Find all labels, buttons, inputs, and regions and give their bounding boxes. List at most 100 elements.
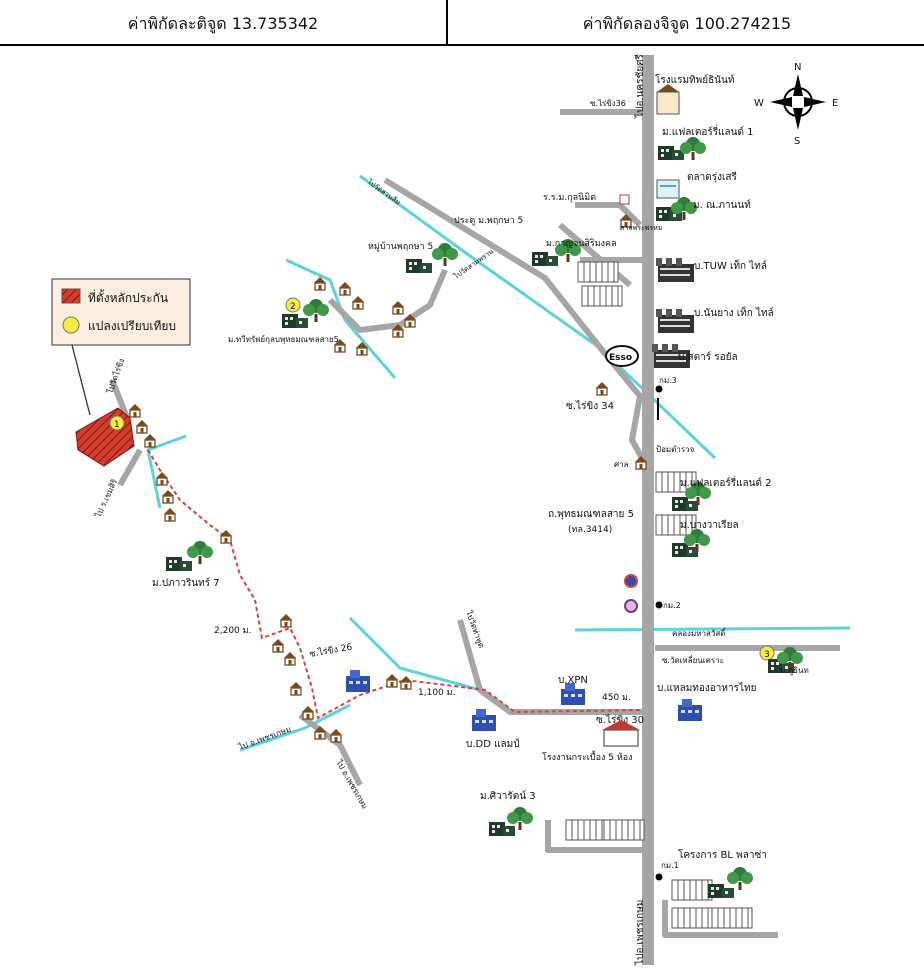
school-icon xyxy=(619,194,630,205)
house-icon xyxy=(128,403,142,418)
main-road-north-label: ไปอ.นครชัยศรี xyxy=(634,54,646,119)
marker-2-label: 2 xyxy=(290,302,296,312)
house-icon xyxy=(143,433,157,448)
km3-label: กม.3 xyxy=(659,376,677,385)
house-icon xyxy=(271,638,285,653)
main-road-south-label: ไปอ.เพชรเกษม xyxy=(634,900,646,966)
pak-building-icon xyxy=(166,557,192,571)
factory-icon xyxy=(346,670,370,692)
hongthong-label: บ.แหลมทองอาหารไทย xyxy=(657,682,756,694)
tile-factory: โรงงานกระเบื้อง 5 ห้อง xyxy=(542,720,640,763)
ptt-station-icon xyxy=(624,599,638,613)
road-village-label: ไป ร.เขมสิริ xyxy=(93,477,119,520)
road-xpn xyxy=(457,619,645,715)
legend: ที่ตั้งหลักประกัน แปลงเปรียบเทียบ xyxy=(51,278,191,416)
esso-sign: Esso xyxy=(605,345,639,367)
siwarat-rowhouses xyxy=(565,819,607,841)
house-icon xyxy=(399,675,413,690)
siwarat-label: ม.ศิวารัตน์ 3 xyxy=(480,790,536,802)
house-icon xyxy=(338,281,352,296)
dd-factory-icon xyxy=(472,709,496,731)
shrine-label: ศาล xyxy=(614,460,629,469)
road-west-collateral xyxy=(117,448,143,487)
road-bl xyxy=(662,900,778,938)
house-icon xyxy=(391,300,405,315)
access-route xyxy=(147,449,641,720)
compass-n: N xyxy=(794,62,801,73)
coordinate-header: ค่าพิกัดละติจูด 13.735342 ค่าพิกัดลองจิจ… xyxy=(0,0,924,46)
house-icon xyxy=(155,471,169,486)
km1-dot xyxy=(655,873,663,881)
house-icon xyxy=(301,705,315,720)
km1-label: กม.1 xyxy=(661,861,679,870)
road-nw2-label: ไปวัดสามพราน xyxy=(451,247,495,282)
siwarat-building-icon xyxy=(489,822,515,836)
bl-plaza-label: โครงการ BL พลาซ่า xyxy=(678,848,767,861)
tree-icon xyxy=(432,243,458,266)
legend-pointer xyxy=(71,344,91,416)
soi26-label: ซ.ไร่ขิง 26 xyxy=(309,642,354,660)
hotel-label: โรงแรมทิพย์ธินันท์ xyxy=(655,73,734,86)
road-lower xyxy=(298,712,363,787)
legend-collateral-swatch xyxy=(61,288,81,304)
marker-3-label: 3 xyxy=(764,650,770,660)
house-icon xyxy=(135,419,149,434)
bl-rowhouses-3 xyxy=(711,907,753,929)
tuw-factory-icon xyxy=(656,258,694,282)
naphat-label: ม. ณ.ภานนท์ xyxy=(693,199,751,211)
bl-rowhouses-2 xyxy=(671,907,713,929)
km2-label: กม.2 xyxy=(663,601,681,610)
road-nw-label: ไปวัดสวนส้ม xyxy=(365,177,402,207)
distance-1: 2,200 ม. xyxy=(214,626,251,636)
diagonal-road xyxy=(383,177,645,460)
marker-2 xyxy=(285,297,301,313)
gate5-label: ประตู ม.พฤกษา 5 xyxy=(454,216,523,226)
flower1-label: ม.แฟลเตอร์รี่แลนด์ 1 xyxy=(662,124,754,138)
kasem-building-icon xyxy=(532,252,558,266)
bangrasa-building-icon xyxy=(672,543,698,557)
marker-3 xyxy=(759,645,775,661)
compass-w: W xyxy=(754,98,764,109)
xpn-factory-icon xyxy=(561,683,585,705)
house-icon xyxy=(279,613,293,628)
kasem-label: ม.กาญจนสิริมงคล xyxy=(546,238,617,249)
canal-east xyxy=(574,626,851,632)
comparable-markers: 1 2 3 xyxy=(109,297,775,661)
km3-dot xyxy=(655,385,663,393)
dd-label: บ.DD แลมป์ xyxy=(466,738,520,750)
canal-label: คลองมหาสวัสดิ์ xyxy=(672,627,727,638)
road-siwarat xyxy=(545,820,645,853)
tree-icon xyxy=(727,867,753,890)
nanyang-factory-icon xyxy=(656,309,694,333)
police-label: ป้อมตำรวจ xyxy=(656,445,695,454)
village5-building-icon xyxy=(406,259,432,273)
siwarat-rowhouses-2 xyxy=(603,819,645,841)
house-icon xyxy=(289,681,303,696)
soi34-label: ซ.ไร่ขิง 34 xyxy=(566,400,614,412)
marker-1 xyxy=(109,415,125,431)
house-icon xyxy=(283,651,297,666)
distance-3: 450 ม. xyxy=(602,693,631,703)
house-icon xyxy=(163,507,177,522)
tree-icon xyxy=(187,541,213,564)
small-shrine-label: ศาลพระพรหม xyxy=(620,224,662,232)
longitude-label: ค่าพิกัดลองจิจูด 100.274215 xyxy=(446,0,924,44)
house-icon xyxy=(161,489,175,504)
market-label: ตลาดรุ่งเสรี xyxy=(687,171,738,183)
phunat-label: ม.ภูธินท xyxy=(780,666,809,676)
legend-comparable-swatch xyxy=(62,316,80,334)
soi30-label: ซ.ไร่ขิง 30 xyxy=(596,714,644,726)
hongthong-factory-icon xyxy=(678,699,702,721)
kasem-rowhouses xyxy=(577,261,619,283)
pak-label: ม.ปภาวรินทร์ 7 xyxy=(152,577,220,589)
tuw-label: บ.TUW เท็ก ไทล์ xyxy=(694,258,767,272)
nanyang-label: บ.นันยาง เท็ก ไทล์ xyxy=(694,305,774,319)
roads xyxy=(109,55,840,965)
collateral-plot xyxy=(75,407,135,467)
market: ตลาดรุ่งเสรี xyxy=(656,171,738,199)
canal-upper-left xyxy=(285,258,397,379)
xpn-label: บ.XPN xyxy=(558,675,588,686)
compass-e: E xyxy=(832,98,838,109)
house-icon xyxy=(351,295,365,310)
compass-s: S xyxy=(794,136,800,147)
